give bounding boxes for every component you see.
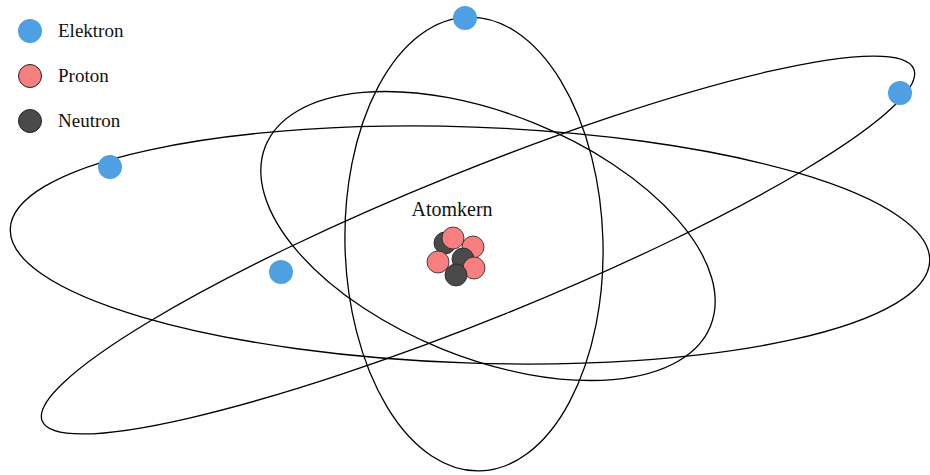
atomkern-label: Atomkern [411, 197, 492, 221]
electron [269, 260, 293, 284]
legend-swatch [18, 109, 42, 133]
proton [427, 251, 449, 273]
legend-swatch [18, 64, 42, 88]
legend-label: Proton [58, 63, 109, 89]
proton [442, 227, 464, 249]
legend-label: Neutron [58, 108, 120, 134]
orbit [339, 14, 609, 475]
legend-label: Elektron [58, 18, 123, 44]
legend-entry: Elektron [18, 18, 123, 44]
orbit [15, 0, 930, 475]
legend-swatch [18, 19, 42, 43]
electron [888, 81, 912, 105]
legend-entry: Proton [18, 63, 109, 89]
electron [453, 6, 477, 30]
orbit [6, 111, 930, 379]
orbit [220, 33, 756, 439]
electron [98, 155, 122, 179]
legend-entry: Neutron [18, 108, 120, 134]
neutron [445, 264, 467, 286]
